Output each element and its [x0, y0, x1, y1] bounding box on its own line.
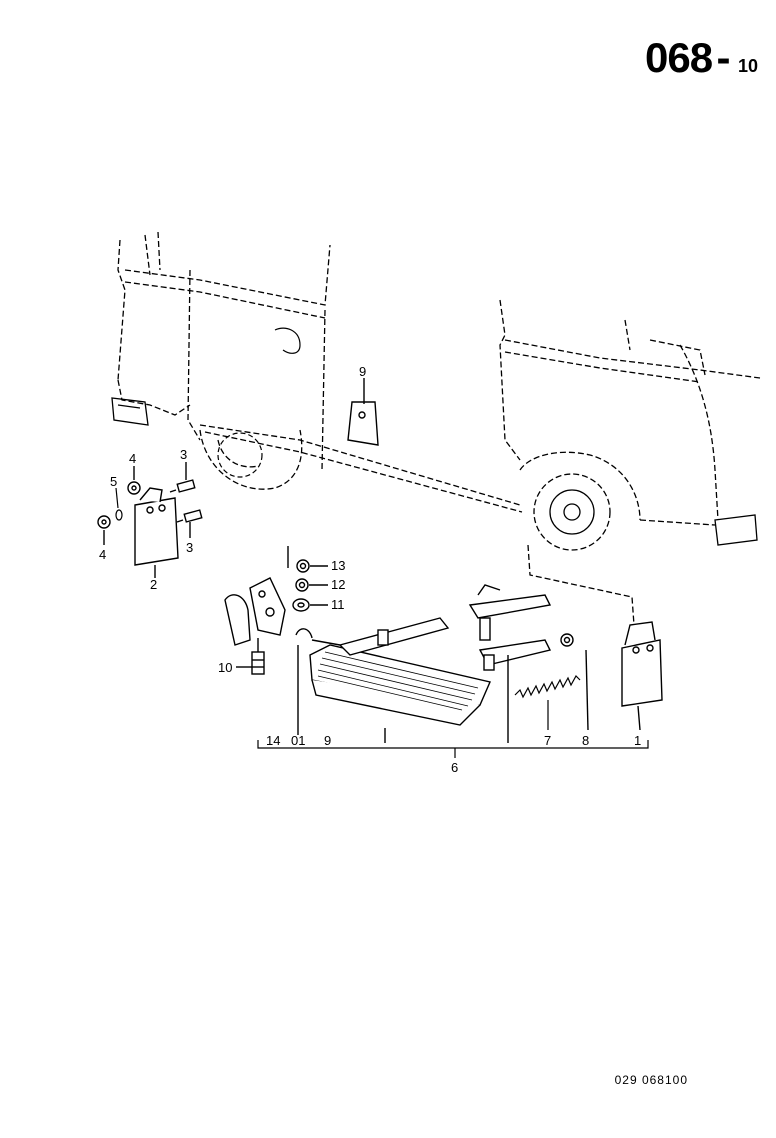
page-number-sub: 10	[737, 56, 758, 76]
part-01-clip	[295, 628, 313, 735]
page-number-main: 068	[644, 34, 713, 81]
part-5-washer	[115, 487, 123, 521]
vehicle-body-outline	[117, 231, 761, 626]
part-9-bracket	[347, 378, 379, 446]
part-13-nut	[296, 559, 328, 573]
part-8-nut	[560, 633, 589, 731]
callout-9-lower: 9	[324, 733, 331, 748]
callout-2: 2	[150, 577, 157, 592]
callout-4-upper: 4	[129, 451, 136, 466]
part-14-bracket-plate	[224, 546, 289, 646]
page-number-separator: -	[716, 34, 731, 81]
part-12-lock-washer	[295, 578, 328, 592]
callout-01: 01	[291, 733, 305, 748]
page-number: 068 - 10	[645, 34, 758, 82]
part-2-mud-flap	[134, 487, 179, 578]
running-board-step	[309, 644, 491, 743]
part-3-bolt	[169, 462, 203, 538]
wheel-front	[217, 432, 263, 478]
wheel-rear	[533, 473, 611, 551]
callout-12: 12	[331, 577, 345, 592]
callout-13: 13	[331, 558, 345, 573]
callout-8: 8	[582, 733, 589, 748]
front-bumper-corner	[111, 397, 149, 426]
callout-5: 5	[110, 474, 117, 489]
callout-9-upper: 9	[359, 364, 366, 379]
drawing-reference-number: 029 068100	[614, 1073, 688, 1087]
callout-1: 1	[634, 733, 641, 748]
door-handle	[274, 327, 301, 354]
assembly-bracket	[257, 740, 649, 758]
part-4-nut	[97, 466, 141, 545]
callout-14: 14	[266, 733, 280, 748]
rear-bumper	[714, 514, 758, 546]
part-7-spring	[514, 675, 581, 730]
callout-3-upper: 3	[180, 447, 187, 462]
part-1-mud-flap	[621, 621, 663, 731]
callout-11: 11	[331, 597, 345, 612]
callout-10: 10	[218, 660, 232, 675]
part-11-washer	[292, 598, 328, 612]
callout-7: 7	[544, 733, 551, 748]
running-board-support-rear	[468, 584, 552, 743]
callout-6: 6	[451, 760, 458, 775]
callout-4-lower: 4	[99, 547, 106, 562]
callout-3-lower: 3	[186, 540, 193, 555]
running-board-support-front	[311, 617, 450, 656]
part-10-rubber-mount	[236, 638, 265, 675]
